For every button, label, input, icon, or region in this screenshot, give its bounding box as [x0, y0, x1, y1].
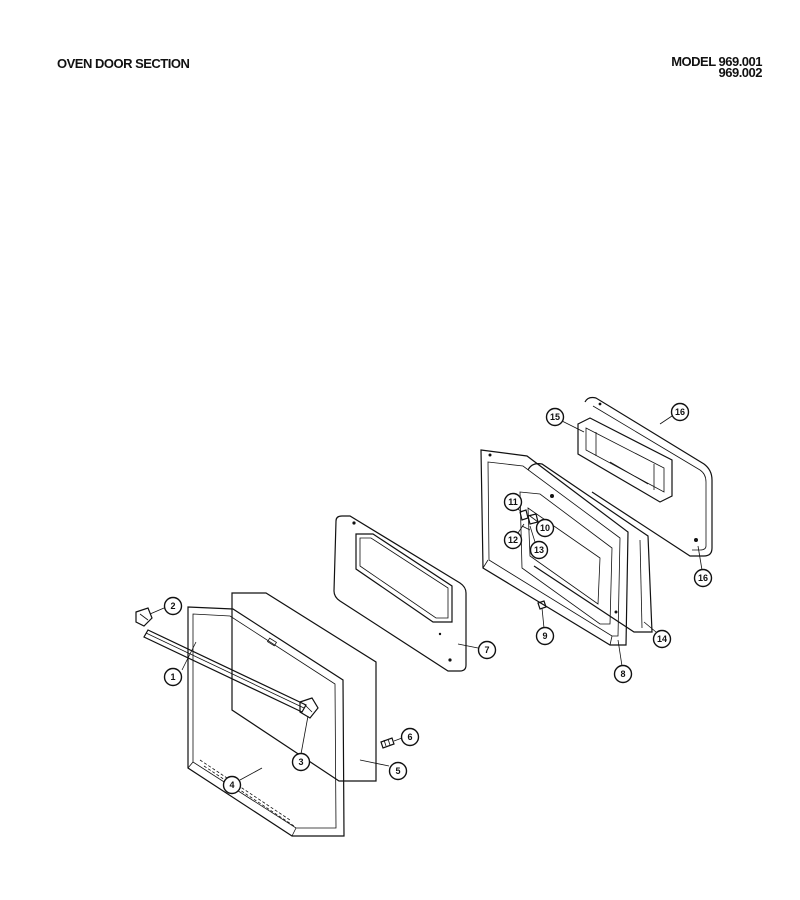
callout-3-label: 3: [298, 757, 303, 767]
part-8-door-liner: [480, 449, 629, 646]
callout-4-label: 4: [229, 780, 234, 790]
callout-6: 6: [400, 727, 420, 747]
part-15-vent-bracket: [577, 417, 673, 503]
part-5-glass-panel: [231, 592, 377, 782]
model-number-line-1: MODEL 969.001: [671, 54, 762, 69]
callout-16-bottom: 16: [693, 568, 713, 588]
model-number-block: MODEL 969.001 969.002: [671, 54, 763, 80]
callout-12: 12: [503, 530, 523, 550]
callout-7: 7: [477, 640, 497, 660]
part-1-door-handle: [143, 629, 307, 713]
callout-11: 11: [503, 492, 523, 512]
callout-1-label: 1: [170, 672, 175, 682]
callout-12-label: 12: [508, 535, 518, 545]
callout-16-top-label: 16: [675, 407, 685, 417]
callout-5: 5: [388, 761, 408, 781]
callout-8-label: 8: [620, 669, 625, 679]
callout-2-label: 2: [170, 601, 175, 611]
leader-lines: [149, 415, 703, 781]
callout-15: 15: [545, 407, 565, 427]
callout-11-label: 11: [508, 497, 518, 507]
part-9-clip: [537, 600, 547, 610]
model-number-line-2: 969.002: [718, 65, 763, 80]
callout-9: 9: [535, 626, 555, 646]
callout-13-label: 13: [534, 545, 544, 555]
callout-5-label: 5: [395, 766, 400, 776]
callout-16-top: 16: [670, 402, 690, 422]
callout-3: 3: [291, 752, 311, 772]
part-7-inner-panel: [333, 515, 467, 672]
callout-8: 8: [613, 664, 633, 684]
part-2-handle-end-cap: [135, 607, 153, 627]
part-16-back-panel: [584, 396, 713, 557]
callout-15-label: 15: [550, 412, 560, 422]
callout-10: 10: [535, 518, 555, 538]
callout-6-label: 6: [407, 732, 412, 742]
part-14-insulation: [527, 463, 653, 633]
section-title: OVEN DOOR SECTION: [57, 56, 190, 71]
callout-10-label: 10: [540, 523, 550, 533]
callout-7-label: 7: [484, 645, 489, 655]
callout-9-label: 9: [542, 631, 547, 641]
part-3-handle-end-cap: [299, 697, 319, 719]
part-6-screw: [380, 737, 395, 749]
callout-4: 4: [222, 775, 242, 795]
callout-1: 1: [163, 667, 183, 687]
part-4-outer-door-frame: [187, 606, 345, 837]
callout-14-label: 14: [657, 634, 667, 644]
callout-16-bottom-label: 16: [698, 573, 708, 583]
callout-13: 13: [529, 540, 549, 560]
callout-2: 2: [163, 596, 183, 616]
callout-14: 14: [652, 629, 672, 649]
